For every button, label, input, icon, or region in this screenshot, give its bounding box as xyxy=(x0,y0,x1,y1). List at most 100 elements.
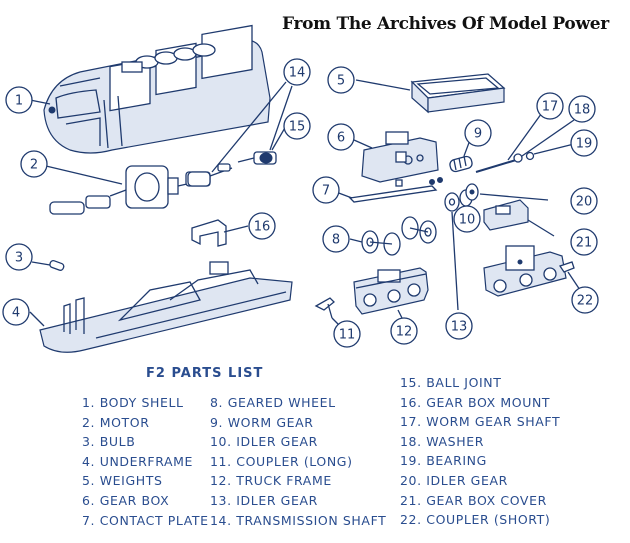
callout-number: 11 xyxy=(339,328,356,343)
part-truck-assembly xyxy=(483,245,567,297)
callout-11: 11 xyxy=(333,320,361,348)
callout-13: 13 xyxy=(445,312,473,340)
callout-1: 1 xyxy=(5,86,33,114)
part-body-shell xyxy=(43,24,271,154)
callout-circle xyxy=(2,298,30,326)
part-entry: 18. WASHER xyxy=(400,433,484,449)
callout-circle xyxy=(5,86,33,114)
part-gear-box-mount xyxy=(191,219,227,247)
part-idler-gear-20 xyxy=(465,183,479,201)
part-entry: 5. WEIGHTS xyxy=(82,473,163,489)
callout-circle xyxy=(390,317,418,345)
callout-circle xyxy=(445,312,473,340)
callout-number: 21 xyxy=(576,236,593,251)
part-washer xyxy=(513,153,523,163)
callout-number: 18 xyxy=(574,103,591,118)
callout-number: 6 xyxy=(337,131,345,146)
callout-number: 16 xyxy=(254,220,271,235)
callout-number: 20 xyxy=(576,195,593,210)
callout-21: 21 xyxy=(570,228,598,256)
callout-number: 12 xyxy=(396,325,413,340)
parts-list-title: F2 PARTS LIST xyxy=(146,366,264,381)
part-transmission-shaft xyxy=(187,163,233,187)
callout-circle xyxy=(5,243,33,271)
part-entry: 6. GEAR BOX xyxy=(82,492,170,508)
part-entry: 4. UNDERFRAME xyxy=(82,453,194,469)
part-underframe xyxy=(39,261,293,353)
callout-circle xyxy=(20,150,48,178)
callout-15: 15 xyxy=(283,112,311,140)
callout-number: 9 xyxy=(474,127,482,142)
callout-16: 16 xyxy=(248,212,276,240)
callout-circle xyxy=(327,66,355,94)
callout-6: 6 xyxy=(327,123,355,151)
part-entry: 13. IDLER GEAR xyxy=(210,492,318,508)
callout-2: 2 xyxy=(20,150,48,178)
callout-number: 5 xyxy=(337,74,345,89)
callout-number: 8 xyxy=(332,233,340,248)
callout-circle xyxy=(333,320,361,348)
callout-5: 5 xyxy=(327,66,355,94)
callout-number: 1 xyxy=(15,94,23,109)
parts-list-column-2: 8. GEARED WHEEL 9. WORM GEAR 10. IDLER G… xyxy=(210,393,386,530)
part-geared-wheel xyxy=(361,216,437,256)
callout-circle xyxy=(571,286,599,314)
callout-18: 18 xyxy=(568,95,596,123)
callout-number: 15 xyxy=(289,120,306,135)
callout-12: 12 xyxy=(390,317,418,345)
callout-circle xyxy=(536,92,564,120)
parts-list-column-1: 1. BODY SHELL 2. MOTOR 3. BULB 4. UNDERF… xyxy=(82,393,209,530)
part-entry: 15. BALL JOINT xyxy=(400,375,502,390)
part-idler-gear-13 xyxy=(444,192,460,212)
part-coupler-short xyxy=(558,261,575,273)
callout-circle xyxy=(464,119,492,147)
callout-circle xyxy=(568,95,596,123)
part-entry: 21. GEAR BOX COVER xyxy=(400,492,547,508)
callout-number: 13 xyxy=(451,320,468,335)
callout-circle xyxy=(570,129,598,157)
part-entry: 17. WORM GEAR SHAFT xyxy=(400,414,561,430)
callout-20: 20 xyxy=(570,187,598,215)
callout-22: 22 xyxy=(571,286,599,314)
part-worm-gear xyxy=(429,155,473,185)
callout-circle xyxy=(248,212,276,240)
callout-number: 10 xyxy=(459,213,476,228)
part-bulb xyxy=(49,259,65,271)
part-truck-frame xyxy=(353,267,429,315)
part-entry: 14. TRANSMISSION SHAFT xyxy=(210,512,387,528)
callout-number: 2 xyxy=(30,158,38,173)
callout-number: 17 xyxy=(542,100,559,115)
part-entry: 16. GEAR BOX MOUNT xyxy=(400,394,551,410)
part-ball-joint xyxy=(237,151,277,165)
callout-number: 22 xyxy=(577,294,594,309)
callout-circle xyxy=(570,228,598,256)
callout-7: 7 xyxy=(312,176,340,204)
part-gear-box-cover xyxy=(483,199,529,231)
callout-circle xyxy=(453,205,481,233)
callout-14: 14 xyxy=(283,58,311,86)
part-worm-gear-shaft xyxy=(475,159,517,173)
part-entry: 10. IDLER GEAR xyxy=(210,434,318,450)
part-entry: 8. GEARED WHEEL xyxy=(210,395,336,410)
part-entry: 9. WORM GEAR xyxy=(210,414,314,430)
callout-8: 8 xyxy=(322,225,350,253)
part-entry: 12. TRUCK FRAME xyxy=(210,473,332,489)
callout-circle xyxy=(312,176,340,204)
part-gear-box xyxy=(361,131,439,183)
part-entry: 7. CONTACT PLATE xyxy=(82,512,209,528)
callout-circle xyxy=(570,187,598,215)
part-entry: 11. COUPLER (LONG) xyxy=(210,453,353,469)
callout-circle xyxy=(283,112,311,140)
part-entry: 3. BULB xyxy=(82,434,136,450)
part-entry: 20. IDLER GEAR xyxy=(400,472,508,488)
callout-9: 9 xyxy=(464,119,492,147)
header-title: From The Archives Of Model Power xyxy=(282,14,609,34)
callout-number: 4 xyxy=(12,306,20,321)
part-entry: 2. MOTOR xyxy=(82,414,150,430)
callout-3: 3 xyxy=(5,243,33,271)
callout-4: 4 xyxy=(2,298,30,326)
part-weights xyxy=(410,73,506,114)
callout-circle xyxy=(322,225,350,253)
